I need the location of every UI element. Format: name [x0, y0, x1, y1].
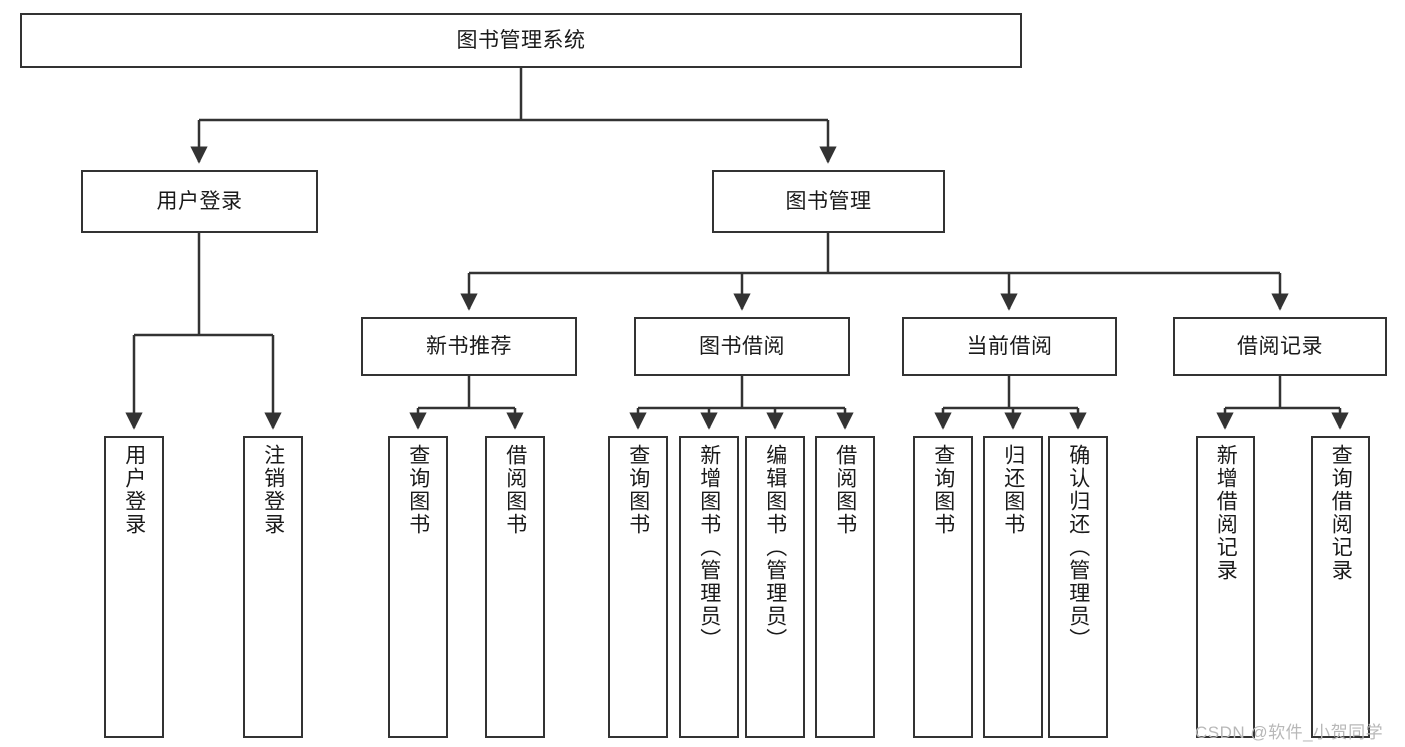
- node-leaf-label: 查询图书: [406, 444, 430, 536]
- node-leaf-label: 查询图书: [931, 444, 955, 536]
- node-root-label: 图书管理系统: [456, 28, 586, 52]
- node-leaf-borrow-book[interactable]: 借阅图书: [815, 436, 875, 738]
- node-book-management[interactable]: 图书管理: [712, 170, 945, 233]
- node-leaf-label: 归还图书: [1001, 444, 1025, 536]
- node-root-system[interactable]: 图书管理系统: [20, 13, 1022, 68]
- node-borrow-record[interactable]: 借阅记录: [1173, 317, 1387, 376]
- node-leaf-query-borrow-record[interactable]: 查询借阅记录: [1311, 436, 1370, 738]
- node-book-borrow[interactable]: 图书借阅: [634, 317, 850, 376]
- node-leaf-user-login[interactable]: 用户登录: [104, 436, 164, 738]
- node-book-borrow-label: 图书借阅: [699, 334, 785, 358]
- node-leaf-edit-book-admin[interactable]: 编辑图书（管理员）: [745, 436, 805, 738]
- node-leaf-label: 借阅图书: [833, 444, 857, 536]
- node-leaf-return-book[interactable]: 归还图书: [983, 436, 1043, 738]
- node-user-login[interactable]: 用户登录: [81, 170, 318, 233]
- node-leaf-query-book-rec[interactable]: 查询图书: [388, 436, 448, 738]
- node-leaf-label: 借阅图书: [503, 444, 527, 536]
- node-leaf-label: 编辑图书（管理员）: [763, 444, 787, 651]
- watermark-text: CSDN @软件_小贺同学: [1195, 723, 1384, 742]
- node-leaf-label: 注销登录: [261, 444, 285, 536]
- node-leaf-borrow-book-rec[interactable]: 借阅图书: [485, 436, 545, 738]
- node-leaf-label: 查询图书: [626, 444, 650, 536]
- node-borrow-record-label: 借阅记录: [1237, 334, 1323, 358]
- node-leaf-confirm-return-admin[interactable]: 确认归还（管理员）: [1048, 436, 1108, 738]
- node-leaf-label: 新增图书（管理员）: [697, 444, 721, 651]
- node-leaf-label: 确认归还（管理员）: [1066, 444, 1090, 651]
- node-leaf-label: 查询借阅记录: [1329, 444, 1353, 582]
- node-new-book-recommend[interactable]: 新书推荐: [361, 317, 577, 376]
- node-leaf-label: 新增借阅记录: [1214, 444, 1238, 582]
- node-leaf-logout[interactable]: 注销登录: [243, 436, 303, 738]
- node-new-book-recommend-label: 新书推荐: [426, 334, 512, 358]
- node-leaf-label: 用户登录: [122, 444, 146, 536]
- node-leaf-query-book-current[interactable]: 查询图书: [913, 436, 973, 738]
- node-leaf-query-book-borrow[interactable]: 查询图书: [608, 436, 668, 738]
- node-leaf-add-book-admin[interactable]: 新增图书（管理员）: [679, 436, 739, 738]
- node-book-management-label: 图书管理: [785, 189, 872, 213]
- node-current-borrow[interactable]: 当前借阅: [902, 317, 1117, 376]
- node-leaf-add-borrow-record[interactable]: 新增借阅记录: [1196, 436, 1255, 738]
- node-user-login-label: 用户登录: [156, 189, 243, 213]
- node-current-borrow-label: 当前借阅: [966, 334, 1053, 358]
